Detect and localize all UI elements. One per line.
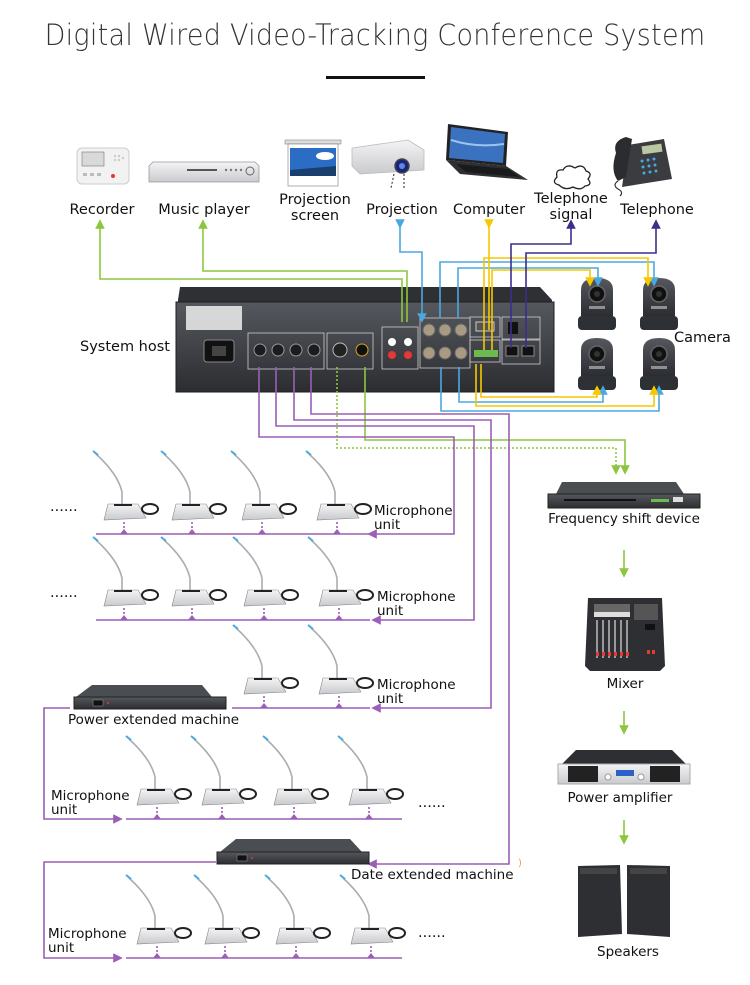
label-telephone-signal-line1: Telephone xyxy=(533,191,608,207)
microphone-unit-icon xyxy=(307,624,374,695)
mic-bus-lines xyxy=(96,522,402,959)
speakers-device xyxy=(578,865,670,937)
label-recorder: Recorder xyxy=(70,202,135,218)
microphone-unit-icon xyxy=(160,536,227,607)
mic-row-1-label-line2: unit xyxy=(374,517,400,533)
date-extended-machine-device xyxy=(216,839,370,865)
cloud-icon xyxy=(553,165,591,190)
label-mixer: Mixer xyxy=(607,676,644,692)
label-projection: Projection xyxy=(366,202,438,218)
frequency-shift-device xyxy=(547,482,701,509)
label-telephone-signal-line2: signal xyxy=(550,207,593,223)
microphone-unit-icon xyxy=(92,536,159,607)
label-power-extended-machine: Power extended machine xyxy=(68,712,239,728)
telephone-icon xyxy=(613,137,672,197)
label-projection-screen-line1: Projection xyxy=(279,192,351,208)
mic-row-2 xyxy=(92,536,374,607)
title-underline xyxy=(326,76,425,79)
mic-row-2-label-line2: unit xyxy=(377,603,403,619)
mic-row-2-label-line1: Microphone xyxy=(377,589,456,605)
mic-row-5-label-line2: unit xyxy=(48,940,74,956)
mic-row-3 xyxy=(232,624,374,695)
camera-icon xyxy=(639,277,679,331)
microphone-unit-icon xyxy=(92,450,159,521)
label-date-extended-machine: Date extended machine xyxy=(351,867,514,883)
microphone-unit-icon xyxy=(230,450,297,521)
label-speakers: Speakers xyxy=(597,944,659,960)
mic-row-3-label-line2: unit xyxy=(377,691,403,707)
microphone-unit-icon xyxy=(193,874,260,945)
control-connections xyxy=(475,219,659,407)
mic-row-1-ellipsis: ...... xyxy=(50,499,78,515)
microphone-unit-icon xyxy=(125,874,192,945)
video-connections xyxy=(395,219,664,412)
dvd-player-icon xyxy=(148,161,260,183)
power-amplifier-device xyxy=(557,750,691,785)
stray-mark: ) xyxy=(518,858,522,869)
microphone-unit-icon xyxy=(307,536,374,607)
label-projection-screen-line2: screen xyxy=(291,208,339,224)
label-power-amplifier: Power amplifier xyxy=(568,790,673,806)
microphone-unit-icon xyxy=(337,735,404,806)
mic-row-3-label-line1: Microphone xyxy=(377,677,456,693)
mic-row-2-ellipsis: ...... xyxy=(50,585,78,601)
label-telephone: Telephone xyxy=(619,202,694,218)
mic-row-5 xyxy=(125,874,406,945)
projection-screen-icon xyxy=(284,139,342,187)
recorder-icon xyxy=(76,147,130,185)
mixer-device xyxy=(585,598,665,671)
label-camera: Camera xyxy=(674,330,731,346)
label-system-host: System host xyxy=(80,339,170,355)
mic-row-5-label-line1: Microphone xyxy=(48,926,127,942)
mic-row-5-ellipsis: ...... xyxy=(418,925,446,941)
microphone-unit-icon xyxy=(264,874,331,945)
mic-row-4-label-line2: unit xyxy=(51,802,77,818)
mic-row-4 xyxy=(125,735,404,806)
telephone-connections xyxy=(510,219,661,348)
mic-row-4-ellipsis: ...... xyxy=(418,795,446,811)
mic-row-1 xyxy=(92,450,372,521)
microphone-unit-icon xyxy=(190,735,257,806)
mic-row-1-label-line1: Microphone xyxy=(374,503,453,519)
microphone-unit-icon xyxy=(262,735,329,806)
mic-row-4-label-line1: Microphone xyxy=(51,788,130,804)
microphone-unit-icon xyxy=(125,735,192,806)
microphone-unit-icon xyxy=(160,450,227,521)
camera-icon xyxy=(639,337,679,391)
mic-trunk-connections xyxy=(43,367,510,963)
label-music-player: Music player xyxy=(158,202,249,218)
camera-icon xyxy=(577,337,617,391)
microphone-unit-icon xyxy=(339,874,406,945)
laptop-icon xyxy=(446,124,528,180)
label-computer: Computer xyxy=(453,202,525,218)
microphone-unit-icon xyxy=(232,624,299,695)
page-title: Digital Wired Video-Tracking Conference … xyxy=(44,18,706,52)
microphone-unit-icon xyxy=(232,536,299,607)
projector-icon xyxy=(351,139,425,190)
camera-icon xyxy=(577,277,617,331)
power-extended-machine-device xyxy=(73,685,227,710)
microphone-unit-icon xyxy=(305,450,372,521)
label-frequency-shift-device: Frequency shift device xyxy=(548,511,700,527)
